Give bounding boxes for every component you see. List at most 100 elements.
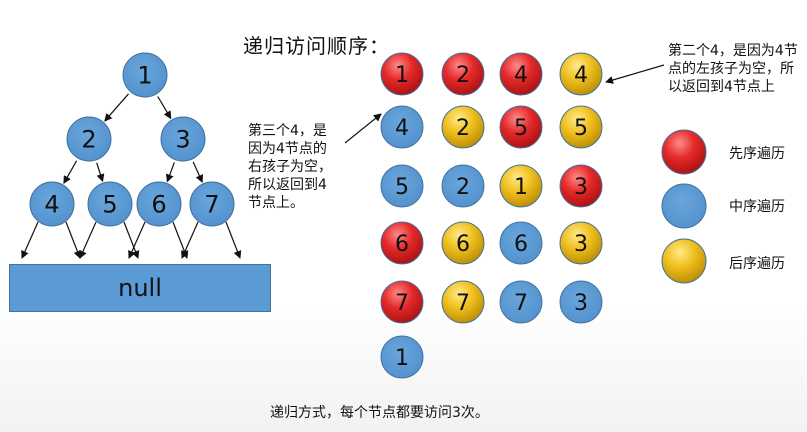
- tree-node-4-circle: [29, 181, 75, 227]
- order-node-label: 2: [456, 175, 470, 200]
- order-node-circle: [559, 221, 603, 265]
- tree-edge-arrow: [96, 162, 105, 183]
- note-line: 因为4节点的: [248, 141, 327, 157]
- null-box: null: [9, 264, 271, 312]
- note-third-four: 第三个4，是 因为4节点的 右孩子为空， 所以返回到4 节点上。: [248, 122, 358, 212]
- order-node: 2: [441, 105, 485, 149]
- note-line: 以返回到4节点上: [668, 79, 775, 95]
- order-node-label: 7: [395, 291, 409, 316]
- order-node-label: 4: [395, 116, 409, 141]
- legend-swatch-red-circle: [661, 129, 707, 175]
- tree-node-2-circle: [66, 116, 112, 162]
- order-node-circle: [441, 105, 485, 149]
- order-node-label: 7: [456, 291, 470, 316]
- order-node: 1: [380, 335, 424, 379]
- null-arrow: [21, 221, 39, 259]
- order-node-circle: [441, 164, 485, 208]
- order-node: 3: [559, 164, 603, 208]
- tree-edge-arrow: [165, 162, 175, 183]
- legend-swatch-yellow-circle: [661, 238, 707, 284]
- tree-node-7-label: 7: [204, 191, 219, 219]
- order-node-label: 3: [574, 232, 588, 257]
- order-node-label: 3: [574, 175, 588, 200]
- note-second-four: 第二个4，是因为4节 点的左孩子为空，所 以返回到4节点上: [668, 42, 807, 96]
- note-arrow-right: [605, 64, 665, 84]
- order-node: 5: [559, 105, 603, 149]
- null-arrow: [65, 221, 82, 259]
- order-node-label: 6: [395, 232, 409, 257]
- order-node: 2: [441, 164, 485, 208]
- note-line: 节点上。: [248, 195, 304, 211]
- order-node-circle: [499, 52, 543, 96]
- order-node: 7: [499, 280, 543, 324]
- order-node-circle: [441, 221, 485, 265]
- order-node-label: 7: [514, 291, 528, 316]
- tree-edge-arrow: [63, 160, 78, 185]
- null-arrow: [123, 221, 140, 259]
- tree-node-3: 3: [160, 116, 206, 162]
- order-node-circle: [380, 164, 424, 208]
- order-node-circle: [380, 105, 424, 149]
- order-node-circle: [380, 280, 424, 324]
- order-node-circle: [559, 105, 603, 149]
- note-line: 点的左孩子为空，所: [668, 61, 794, 77]
- order-node-label: 4: [574, 63, 588, 88]
- order-node-label: 4: [514, 63, 528, 88]
- order-node-circle: [559, 164, 603, 208]
- null-arrow: [128, 221, 146, 259]
- order-node: 5: [380, 164, 424, 208]
- order-node: 5: [499, 105, 543, 149]
- order-node-circle: [499, 105, 543, 149]
- tree-node-7: 7: [189, 181, 235, 227]
- null-arrow: [79, 221, 97, 259]
- order-node-label: 6: [456, 232, 470, 257]
- order-node: 3: [559, 280, 603, 324]
- order-node-circle: [559, 52, 603, 96]
- diagram-title: 递归访问顺序：: [243, 34, 390, 58]
- tree-node-6-label: 6: [151, 191, 166, 219]
- legend-swatch-blue: [661, 183, 707, 229]
- order-node-label: 5: [514, 116, 528, 141]
- order-node-label: 2: [456, 63, 470, 88]
- legend-swatch-red: [661, 129, 707, 175]
- note-line: 第三个4，是: [248, 123, 327, 139]
- legend-label-inorder: 中序遍历: [729, 199, 785, 215]
- tree-node-5-circle: [87, 181, 133, 227]
- order-node: 1: [499, 164, 543, 208]
- legend: [661, 129, 707, 284]
- order-node-circle: [380, 52, 424, 96]
- tree-node-6-circle: [136, 181, 182, 227]
- null-arrow: [225, 221, 242, 259]
- order-node-label: 6: [514, 232, 528, 257]
- order-node: 4: [380, 105, 424, 149]
- order-node: 2: [441, 52, 485, 96]
- tree-node-5-label: 5: [102, 191, 117, 219]
- order-node-circle: [441, 280, 485, 324]
- tree-node-3-label: 3: [175, 126, 190, 154]
- legend-label-preorder: 先序遍历: [729, 146, 785, 162]
- order-node-label: 5: [395, 175, 409, 200]
- tree-node-1: 1: [122, 52, 168, 98]
- order-node-circle: [499, 221, 543, 265]
- order-node-label: 5: [574, 116, 588, 141]
- tree-edge-arrow: [192, 161, 204, 183]
- tree-node-6: 6: [136, 181, 182, 227]
- tree-node-4: 4: [29, 181, 75, 227]
- tree-node-7-circle: [189, 181, 235, 227]
- tree-edge-arrow: [104, 93, 129, 122]
- order-node: 6: [380, 221, 424, 265]
- footer-caption: 递归方式，每个节点都要访问3次。: [270, 405, 489, 421]
- note-arrows: [344, 64, 665, 144]
- order-node-label: 1: [514, 175, 528, 200]
- tree-node-2-label: 2: [81, 126, 96, 154]
- legend-swatch-yellow: [661, 238, 707, 284]
- order-node: 1: [380, 52, 424, 96]
- order-node-circle: [499, 280, 543, 324]
- order-node-circle: [380, 221, 424, 265]
- note-line: 所以返回到4: [248, 177, 327, 193]
- order-node: 4: [559, 52, 603, 96]
- order-node: 6: [499, 221, 543, 265]
- null-arrow: [181, 221, 199, 259]
